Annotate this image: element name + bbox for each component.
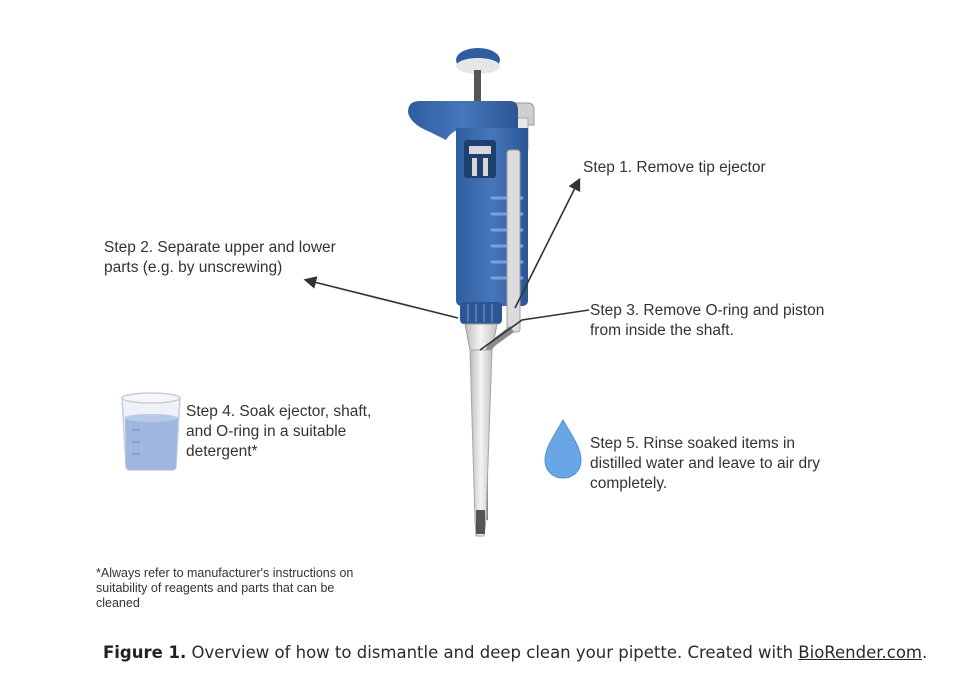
caption-end: .: [922, 643, 928, 662]
arrow-step3: [479, 309, 590, 351]
step2-label: Step 2. Separate upper and lower parts (…: [104, 239, 336, 276]
caption-label: Figure 1.: [103, 643, 187, 662]
arrow-step2: [303, 276, 459, 319]
arrows: [303, 177, 590, 351]
step4-label: Step 4. Soak ejector, shaft, and O-ring …: [186, 403, 372, 460]
caption-text: Overview of how to dismantle and deep cl…: [186, 643, 799, 662]
beaker-icon: [121, 392, 181, 471]
step3-label: Step 3. Remove O-ring and piston from in…: [590, 302, 825, 339]
footnote: *Always refer to manufacturer's instruct…: [96, 566, 354, 610]
pipette-icon: [408, 48, 535, 537]
step1-label: Step 1. Remove tip ejector: [583, 159, 766, 176]
figure-caption: Figure 1. Overview of how to dismantle a…: [103, 643, 927, 662]
arrow-step1: [514, 177, 581, 309]
step5-label: Step 5. Rinse soaked items in distilled …: [590, 435, 821, 492]
droplet-icon: [544, 418, 582, 479]
biorender-link[interactable]: BioRender.com: [798, 643, 923, 662]
